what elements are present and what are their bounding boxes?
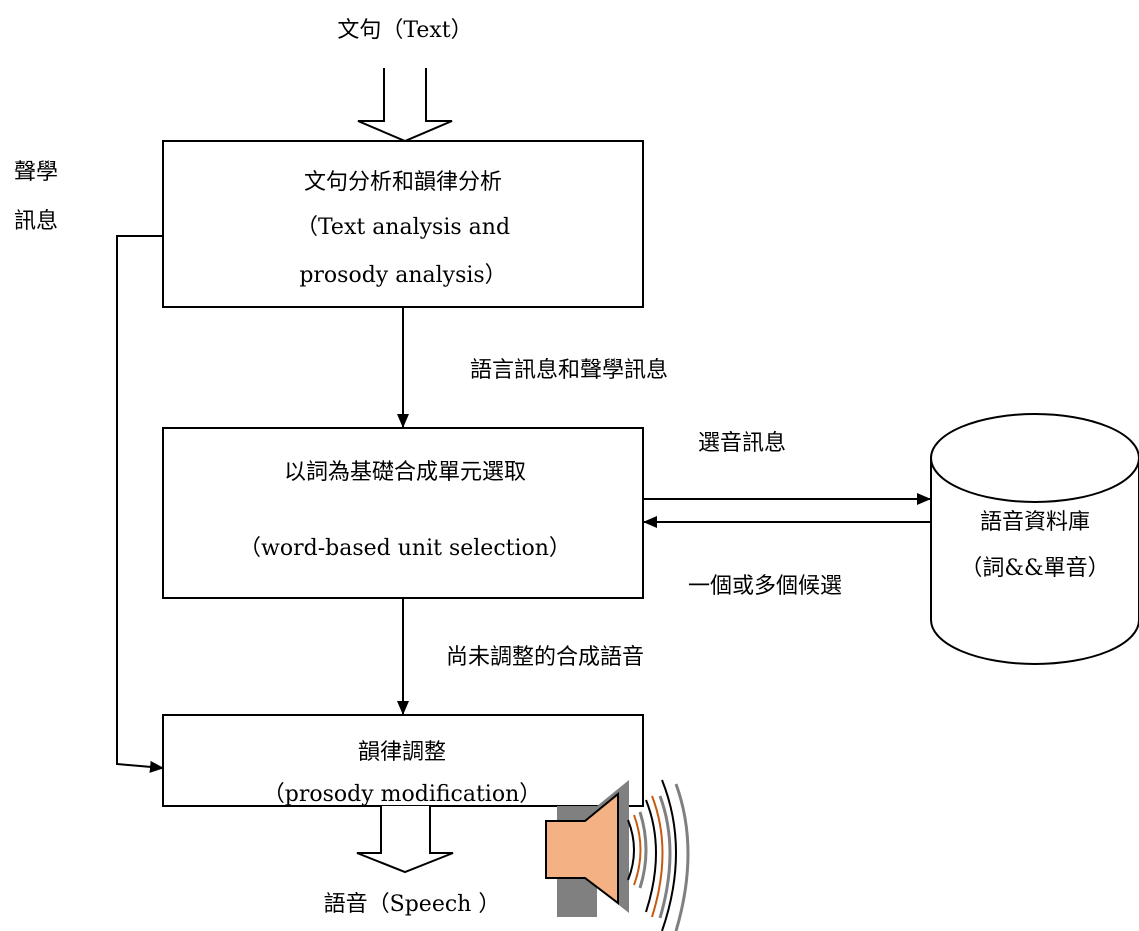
- box3-title: 韻律調整: [357, 740, 447, 765]
- db-request-label: 選音訊息: [698, 431, 787, 456]
- box2-title: 以詞為基礎合成單元選取: [283, 460, 527, 485]
- acoustic-info-path: [116, 235, 164, 773]
- side-label-line1: 聲學: [14, 160, 59, 185]
- unit-selection-box: [162, 427, 644, 599]
- text-analysis-box: [162, 140, 644, 308]
- input-hollow-arrow: [357, 68, 453, 143]
- box1-subtitle-line2: prosody analysis）: [299, 263, 507, 288]
- speech-database-cylinder: [930, 413, 1139, 665]
- arrow1-label: 語言訊息和聲學訊息: [470, 358, 669, 383]
- box1-title: 文句分析和韻律分析: [303, 170, 503, 195]
- side-label-line2: 訊息: [14, 209, 59, 234]
- arrow2-label: 尚未調整的合成語音: [446, 645, 645, 670]
- output-label: 語音（Speech ）: [323, 892, 501, 917]
- box2-subtitle: （word-based unit selection）: [239, 536, 571, 561]
- db-response-label: 一個或多個候選: [688, 574, 843, 599]
- input-label: 文句（Text）: [337, 18, 473, 43]
- box3-subtitle: （prosody modification）: [262, 782, 542, 807]
- output-hollow-arrow: [356, 806, 454, 874]
- speaker-icon: [545, 779, 690, 931]
- box1-subtitle-line1: （Text analysis and: [295, 215, 511, 240]
- database-subtitle: （詞&&單音）: [960, 556, 1110, 581]
- database-title: 語音資料庫: [979, 510, 1091, 535]
